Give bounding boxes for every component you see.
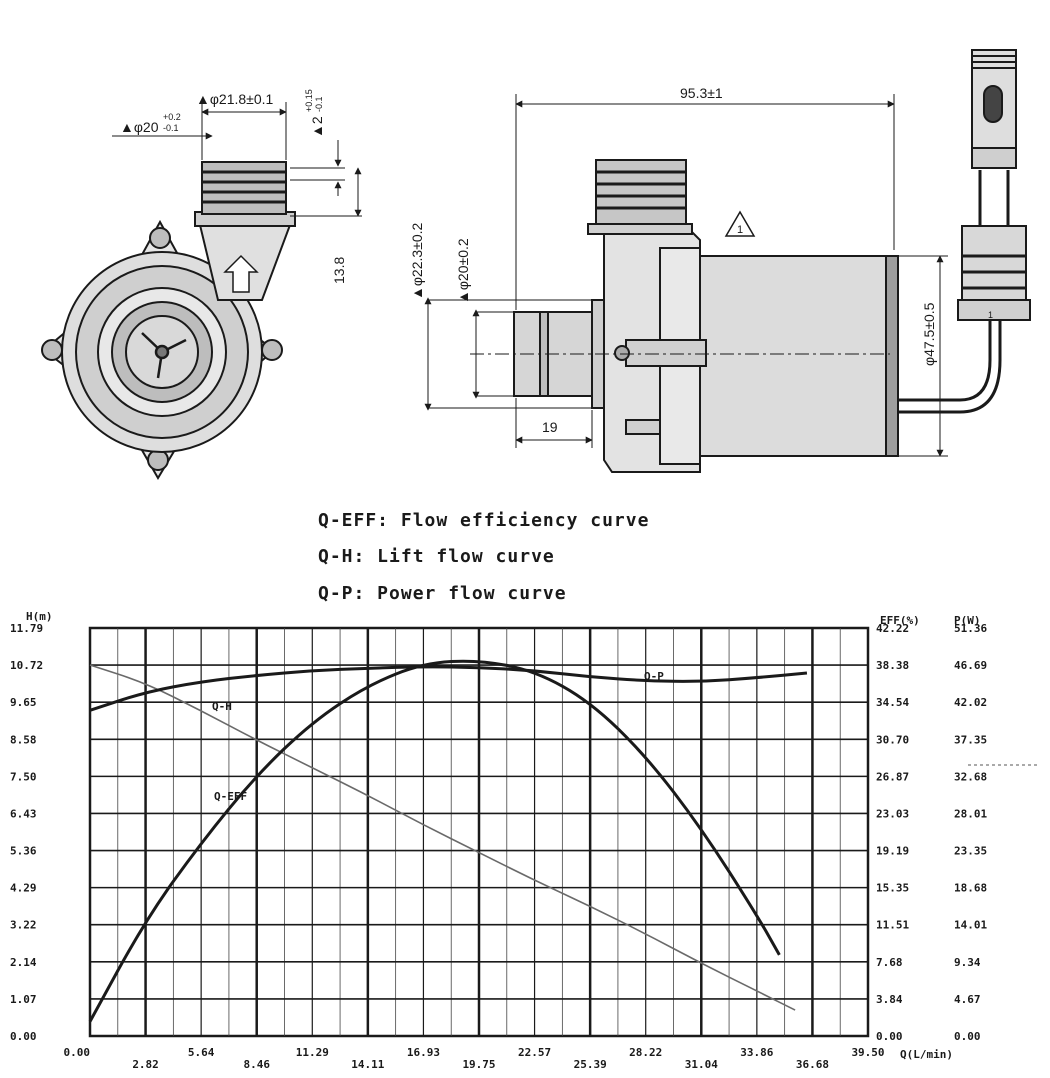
performance-chart: 0.00 1.07 2.14 3.22 4.29 5.36 6.43 7.50 8.58 9.65… <box>10 610 1040 1071</box>
x-axis-tick-label: 14.11 <box>351 1058 384 1071</box>
p-axis-title: P(W) <box>954 614 981 627</box>
dim-inlet-length: 19 <box>542 419 558 435</box>
p-axis-tick-label: 28.01 <box>954 807 987 820</box>
p-axis-tick-label: 9.34 <box>954 956 981 969</box>
legend-q-p: Q-P: Power flow curve <box>318 583 567 604</box>
eff-axis-tick-label: 11.51 <box>876 919 909 932</box>
curve-label-q-h: Q-H <box>212 700 232 713</box>
h-axis-tick-label: 2.14 <box>10 956 37 969</box>
x-axis-tick-label: 5.64 <box>188 1046 215 1059</box>
h-axis-tick-label: 4.29 <box>10 882 37 895</box>
h-axis-title: H(m) <box>26 610 53 623</box>
x-axis-tick-label: 28.22 <box>629 1046 662 1059</box>
x-axis-tick-label: 11.29 <box>296 1046 329 1059</box>
p-axis-tick-label: 51.36 <box>954 622 987 635</box>
h-axis-tick-label: 0.00 <box>10 1030 37 1043</box>
eff-axis-tick-label: 42.22 <box>876 622 909 635</box>
h-axis-tick-label: 8.58 <box>10 733 37 746</box>
x-axis-tick-label: 0.00 <box>64 1046 91 1059</box>
x-axis-tick-label: 22.57 <box>518 1046 551 1059</box>
dim-inlet-inner-diameter: ▲φ20±0.2 <box>455 238 471 304</box>
motor-body <box>699 255 893 457</box>
series-line-q-eff <box>88 659 781 1023</box>
eff-axis-tick-label: 19.19 <box>876 845 909 858</box>
x-axis-tick-label: 36.68 <box>796 1058 829 1071</box>
dim-thread-height: 13.8 <box>331 257 347 284</box>
dim-groove-width: ▲2 <box>309 116 325 138</box>
connector-mark: 1 <box>988 310 993 320</box>
eff-axis-tick-label: 38.38 <box>876 659 909 672</box>
h-axis-tick-label: 7.50 <box>10 770 37 783</box>
x-axis-tick-label: 33.86 <box>740 1046 773 1059</box>
flow-arrow-icon <box>223 254 259 293</box>
eff-axis-title: EFF(%) <box>880 614 920 627</box>
dim-outlet-outer-diameter: ▲φ21.8±0.1 <box>196 91 274 107</box>
impeller <box>141 332 187 379</box>
p-axis-tick-label: 0.00 <box>954 1030 981 1043</box>
x-axis-tick-label: 25.39 <box>574 1058 607 1071</box>
svg-text:1: 1 <box>737 224 743 236</box>
side-view <box>513 49 1031 473</box>
dim-outlet-inner-diameter: ▲φ20 <box>120 119 159 135</box>
dim-groove-tol-plus: +0.15 <box>304 89 314 112</box>
x-axis-tick-label: 2.82 <box>132 1058 159 1071</box>
h-axis-tick-label: 1.07 <box>10 993 37 1006</box>
front-view <box>41 161 296 480</box>
h-axis-tick-label: 10.72 <box>10 659 43 672</box>
x-axis-title: Q(L/min) <box>900 1048 953 1061</box>
curve-label-q-eff: Q-EFF <box>214 790 247 803</box>
eff-axis-tick-label: 23.03 <box>876 807 909 820</box>
warning-triangle-icon: 1 <box>724 210 756 237</box>
p-axis-tick-label: 32.68 <box>954 770 987 783</box>
legend-q-eff: Q-EFF: Flow efficiency curve <box>318 510 650 531</box>
cable <box>898 320 992 402</box>
dim-body-diameter: φ47.5±0.5 <box>921 302 937 366</box>
p-axis-tick-label: 46.69 <box>954 659 987 672</box>
h-axis-tick-label: 11.79 <box>10 622 43 635</box>
dim-overall-length: 95.3±1 <box>680 85 723 101</box>
x-axis-tick-label: 8.46 <box>243 1058 270 1071</box>
h-axis-tick-label: 3.22 <box>10 919 37 932</box>
p-axis-tick-label: 4.67 <box>954 993 981 1006</box>
p-axis-tick-label: 23.35 <box>954 845 987 858</box>
x-axis-tick-label: 16.93 <box>407 1046 440 1059</box>
x-axis-tick-label: 39.50 <box>851 1046 884 1059</box>
h-axis-tick-label: 6.43 <box>10 807 37 820</box>
h-axis-tick-label: 9.65 <box>10 696 37 709</box>
front-view-dims <box>112 102 362 217</box>
eff-axis-tick-label: 15.35 <box>876 882 909 895</box>
dim-groove-tol-minus: -0.1 <box>314 96 324 112</box>
p-axis-tick-label: 37.35 <box>954 733 987 746</box>
dim-outlet-inner-tol-minus: -0.1 <box>163 123 179 133</box>
p-axis-tick-label: 18.68 <box>954 882 987 895</box>
eff-axis-tick-label: 30.70 <box>876 733 909 746</box>
eff-axis-tick-label: 0.00 <box>876 1030 903 1043</box>
eff-axis-tick-label: 7.68 <box>876 956 903 969</box>
legend-q-h: Q-H: Lift flow curve <box>318 546 555 567</box>
eff-axis-tick-label: 3.84 <box>876 993 903 1006</box>
p-axis-tick-label: 14.01 <box>954 919 987 932</box>
h-axis-tick-label: 5.36 <box>10 845 37 858</box>
side-view-dims <box>424 94 948 457</box>
x-axis-tick-label: 19.75 <box>462 1058 495 1071</box>
dim-outlet-inner-tol-plus: +0.2 <box>163 112 181 122</box>
curve-label-q-p: Q-P <box>644 670 664 683</box>
eff-axis-tick-label: 34.54 <box>876 696 909 709</box>
dim-inlet-outer-diameter: ▲φ22.3±0.2 <box>409 222 425 300</box>
p-axis-tick-label: 42.02 <box>954 696 987 709</box>
eff-axis-tick-label: 26.87 <box>876 770 909 783</box>
x-axis-tick-label: 31.04 <box>685 1058 718 1071</box>
series-line-q-p <box>89 665 808 712</box>
series-line-q-h <box>89 664 796 1011</box>
